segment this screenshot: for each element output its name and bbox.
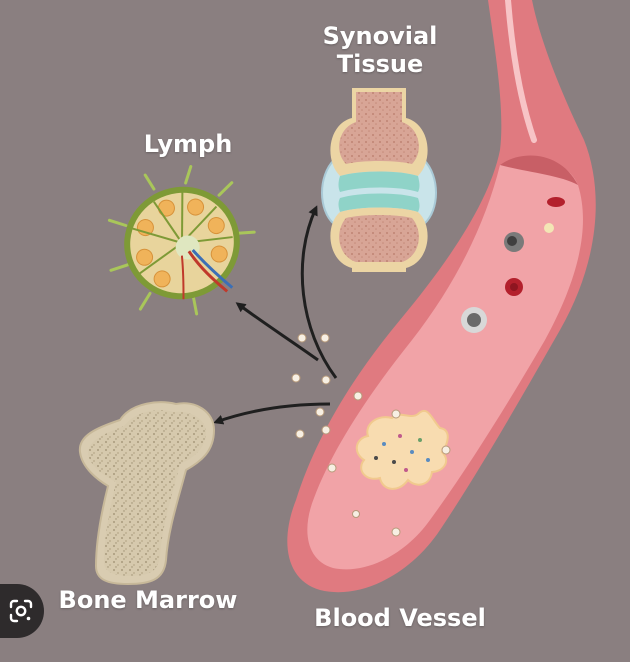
red-blood-cell xyxy=(547,197,565,207)
platelet xyxy=(544,223,554,233)
immune-cell xyxy=(391,409,401,419)
lymph-node xyxy=(107,165,256,316)
immune-cell xyxy=(327,463,337,473)
cartilage-bottom xyxy=(338,193,420,212)
migration-arrows xyxy=(213,205,338,425)
lymph-label: Lymph xyxy=(143,130,233,158)
arrow-to-bone-marrow xyxy=(213,402,331,425)
white-blood-cell-nucleus xyxy=(467,313,481,327)
blood-vessel-label: Blood Vessel xyxy=(314,604,486,632)
femur-bone xyxy=(78,401,216,586)
blood-vessel xyxy=(287,0,596,593)
cartilage-top xyxy=(338,171,420,192)
lower-bone-marrow xyxy=(339,215,419,262)
immune-cell xyxy=(353,391,363,401)
migrating-cells xyxy=(291,333,331,439)
immune-cell xyxy=(441,445,451,455)
arrow-to-lymph xyxy=(235,302,319,362)
bone-marrow-label: Bone Marrow xyxy=(58,586,238,614)
synovial-label-line1: Synovial xyxy=(322,22,438,50)
google-lens-icon xyxy=(9,599,33,623)
white-blood-cell-nucleus xyxy=(507,236,517,246)
red-blood-cell-center xyxy=(510,283,518,291)
synovial-label-line2: Tissue xyxy=(336,50,424,78)
vessel-lumen-opening xyxy=(500,155,578,185)
dendritic-cell xyxy=(355,409,449,490)
vessel-highlight xyxy=(505,0,537,143)
google-lens-button[interactable] xyxy=(0,584,44,638)
immune-cell xyxy=(352,510,360,518)
synovial-joint xyxy=(321,88,437,272)
arrow-to-synovial xyxy=(300,205,338,379)
upper-bone-marrow xyxy=(339,92,419,164)
synovial-tissue-label: Synovial Tissue xyxy=(300,22,460,78)
immune-cell xyxy=(391,527,401,537)
